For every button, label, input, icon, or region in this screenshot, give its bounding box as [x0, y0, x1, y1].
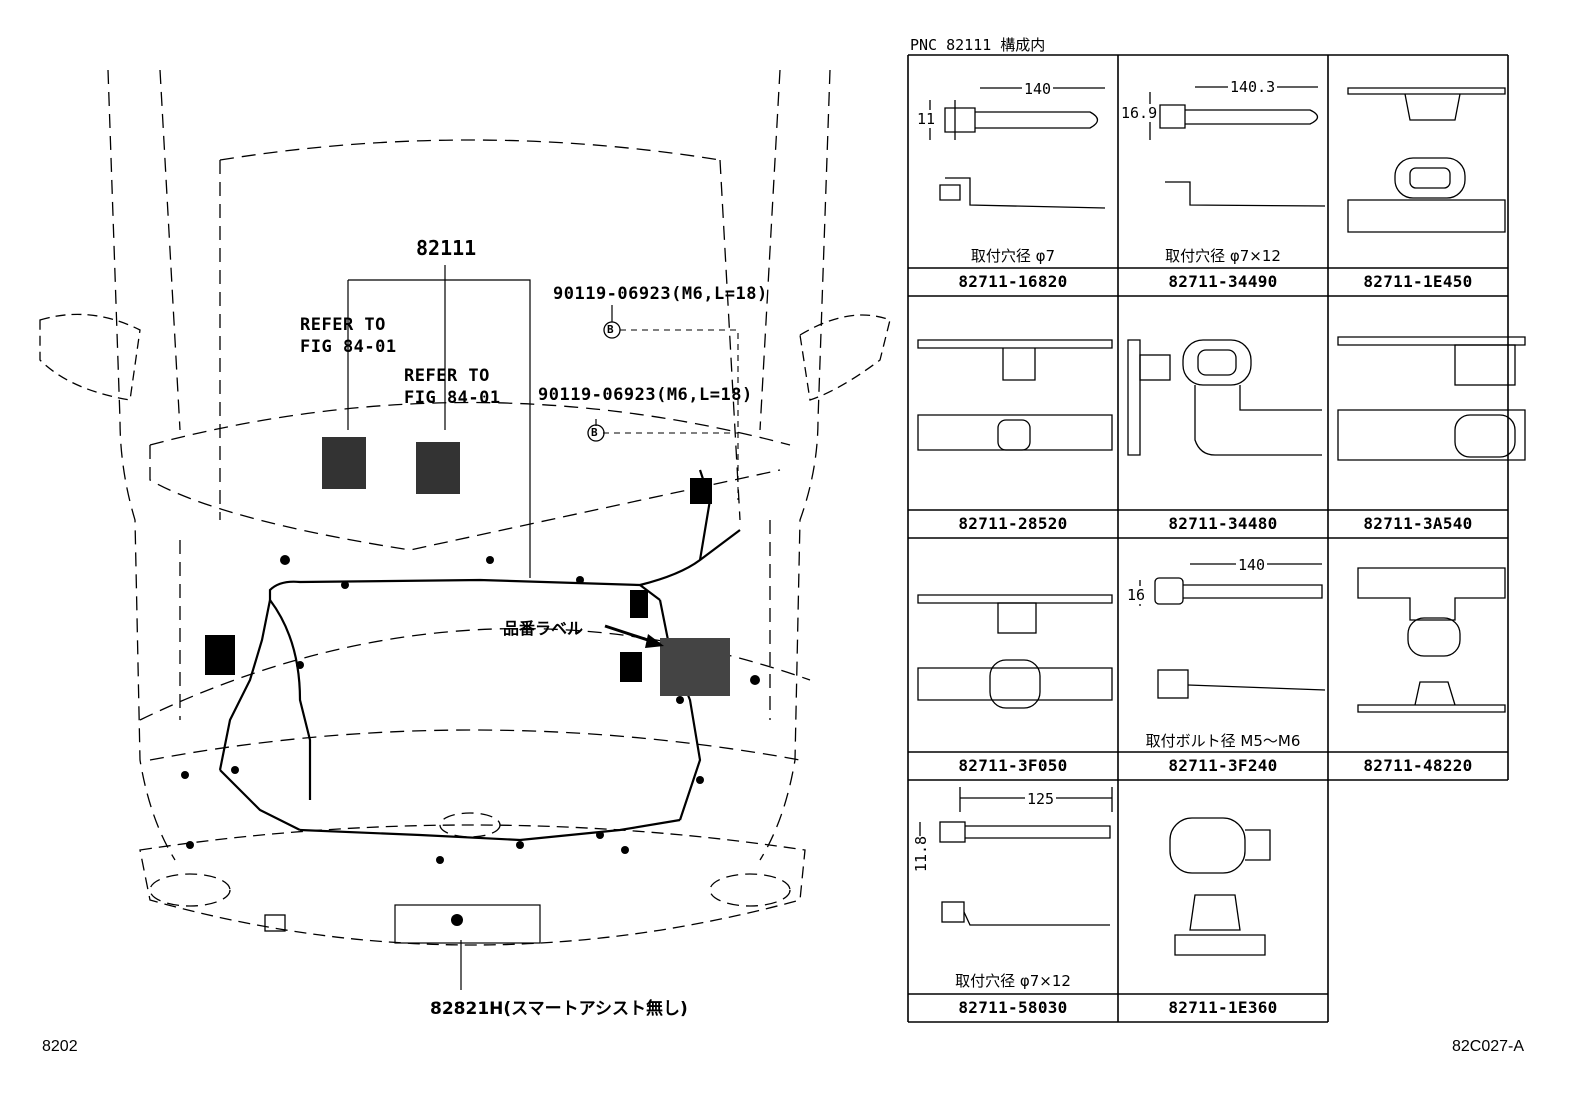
part-number: 82711-58030 [958, 998, 1068, 1017]
footer-left: 8202 [42, 1038, 78, 1055]
clip-48220 [1357, 567, 1506, 713]
bolt-part-1: 90119-06923(M6,L=18) [553, 284, 768, 304]
part-number: 82711-34480 [1168, 514, 1278, 533]
main-part-number: 82111 [416, 236, 477, 260]
refer-note-1-line2: FIG 84-01 [300, 337, 397, 357]
part-number: 82711-48220 [1363, 756, 1473, 775]
bottom-part-number: 82821H(スマートアシスト無し) [430, 999, 688, 1019]
dimension-label: 140 [1022, 80, 1054, 98]
tie-16820 [929, 87, 1106, 209]
cell-caption: 取付穴径 φ7 [970, 247, 1056, 265]
clip-3a540 [1337, 336, 1526, 461]
part-number: 82711-3F050 [958, 756, 1068, 775]
bolt-part-2: 90119-06923(M6,L=18) [538, 385, 753, 405]
part-number: 82711-3A540 [1363, 514, 1473, 533]
harness-connectors [205, 437, 730, 926]
right-mirror [799, 314, 891, 401]
label-note: 品番ラベル [503, 619, 584, 638]
dimension-label: 140 [1236, 556, 1268, 574]
tie-34490 [1149, 86, 1326, 207]
refer-note-1-line1: REFER TO [300, 315, 386, 335]
part-number: 82711-3F240 [1168, 756, 1278, 775]
front-bumper [139, 812, 806, 946]
license-plate [394, 904, 541, 944]
dimension-label: 125 [1025, 790, 1057, 808]
part-number: 82711-28520 [958, 514, 1068, 533]
refer-note-2-line2: FIG 84-01 [404, 388, 501, 408]
clip-1e360 [1169, 817, 1271, 956]
dimension-label: 140.3 [1228, 78, 1278, 96]
dimension-label: 16.9 [1121, 104, 1158, 122]
clip-34480 [1127, 339, 1322, 456]
part-number: 82711-16820 [958, 272, 1068, 291]
refer-note-2-line1: REFER TO [404, 366, 490, 386]
bolt-mark-2: B [591, 426, 598, 439]
bolt-mark-1: B [607, 323, 614, 336]
dimension-label: 11.8 [912, 835, 931, 873]
cell-caption: 取付穴径 φ7×12 [955, 972, 1071, 990]
footer-right: 82C027-A [1452, 1038, 1525, 1055]
part-number: 82711-1E360 [1168, 998, 1278, 1017]
wire-harness [218, 469, 741, 842]
clip-3f050 [917, 594, 1113, 709]
dimension-label: 11 [917, 110, 936, 128]
dimension-label: 16 [1127, 586, 1146, 604]
part-number: 82711-1E450 [1363, 272, 1473, 291]
left-mirror [39, 313, 141, 401]
cell-caption: 取付ボルト径 M5～M6 [1145, 732, 1301, 750]
tie-3f240 [1139, 563, 1326, 699]
clip-28520 [917, 339, 1113, 451]
clip-1e450 [1347, 87, 1506, 233]
cell-caption: 取付穴径 φ7×12 [1165, 247, 1281, 265]
part-number: 82711-34490 [1168, 272, 1278, 291]
parts-grid [907, 54, 1509, 1023]
tie-58030 [919, 787, 1113, 926]
pnc-header: PNC 82111 構成内 [910, 36, 1046, 54]
car-outline [107, 69, 831, 861]
